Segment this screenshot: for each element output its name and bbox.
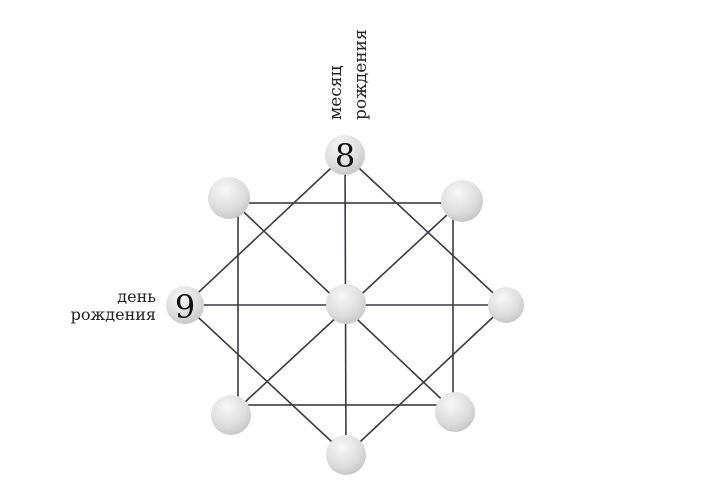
node-top-right	[441, 180, 483, 222]
node-left-value: 9	[175, 288, 195, 326]
day-label: день рождения	[71, 288, 156, 324]
node-top-value: 8	[335, 137, 355, 175]
node-left	[166, 286, 204, 324]
month-label-line2: рождения	[351, 29, 371, 120]
node-bottom-left	[211, 395, 251, 435]
node-bottom	[326, 435, 366, 475]
day-label-line1: день	[117, 287, 156, 306]
node-right	[488, 287, 524, 323]
day-label-line2: рождения	[70, 305, 156, 324]
line-left-bottom	[184, 304, 347, 456]
line-top-right	[344, 154, 507, 306]
node-top-left	[208, 177, 250, 219]
node-center	[326, 284, 366, 324]
month-label: месяц рождения	[326, 8, 371, 120]
line-right-bottom	[345, 304, 507, 456]
month-label-line1: месяц	[326, 65, 346, 120]
node-top	[325, 135, 365, 175]
line-top-left	[184, 154, 346, 306]
node-bottom-right	[435, 392, 475, 432]
